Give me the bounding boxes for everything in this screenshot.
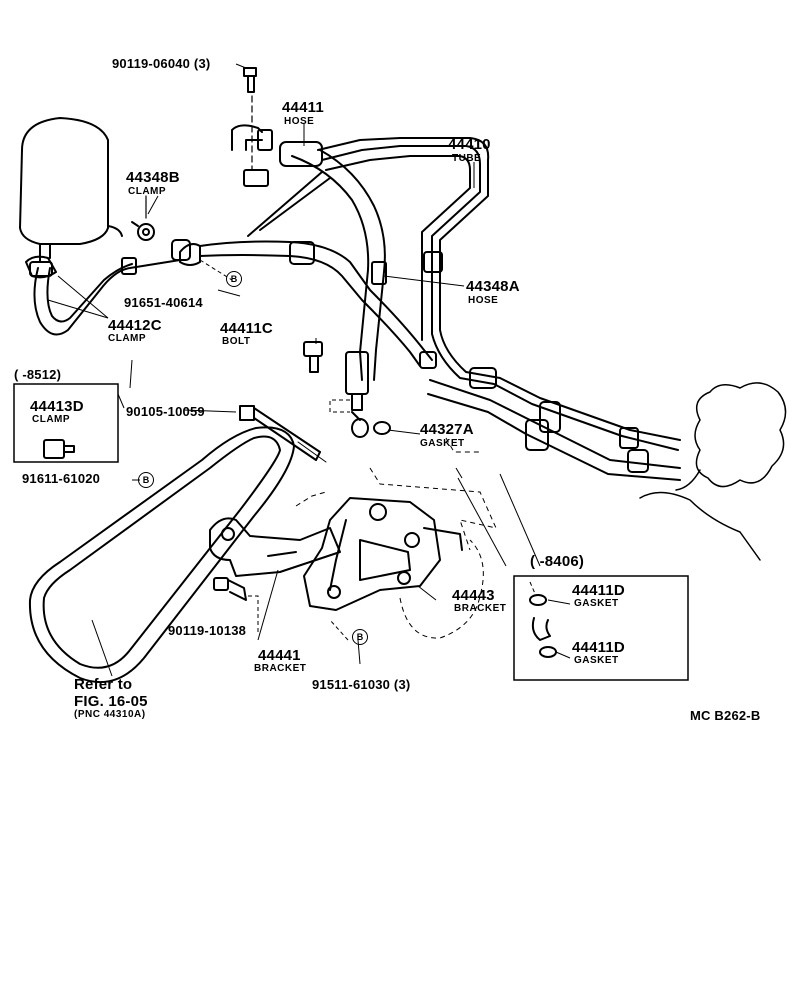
- part-name-clamp-c: CLAMP: [108, 333, 147, 344]
- part-number-44348b: 44348B: [126, 169, 180, 186]
- gasket-44411d-set: [529, 594, 557, 658]
- refer-text-line2: FIG. 16-05: [74, 693, 148, 710]
- variant-box-8512: [13, 383, 119, 463]
- part-number-44411c: 44411C: [220, 320, 273, 337]
- part-name-bracket-44441: BRACKET: [254, 663, 307, 674]
- part-number-91651-40614: 91651-40614: [124, 295, 203, 310]
- bracket-44441: [209, 517, 341, 577]
- clamp-44348b: [131, 195, 155, 241]
- bolt-90119-10138: [213, 577, 247, 601]
- part-number-44411: 44411: [282, 99, 324, 116]
- part-number-91511-61030: 91511-61030 (3): [312, 677, 411, 692]
- b-marker: B: [226, 271, 242, 287]
- refer-text-line3: (PNC 44310A): [74, 709, 146, 720]
- reservoir-tank: [19, 117, 123, 263]
- part-number-44441: 44441: [258, 647, 301, 664]
- gasket-44327a: [351, 411, 391, 438]
- part-name-gasket-d1: GASKET: [574, 598, 619, 609]
- b-marker: B: [352, 629, 368, 645]
- part-number-44411d-1: 44411D: [572, 582, 625, 599]
- refer-text-line1: Refer to: [74, 676, 133, 693]
- part-number-90119-10138: 90119-10138: [168, 623, 247, 638]
- part-number-44411d-2: 44411D: [572, 639, 625, 656]
- part-name-tube: TUBE: [452, 153, 482, 164]
- pressure-hose: [171, 149, 433, 411]
- part-number-44413d: 44413D: [30, 398, 84, 415]
- bolt-44411c: [303, 341, 323, 373]
- part-number-44412c: 44412C: [108, 317, 162, 334]
- drive-belt: [28, 426, 295, 683]
- b-marker: B: [138, 472, 154, 488]
- part-number-44410: 44410: [448, 136, 491, 153]
- part-number-44443: 44443: [452, 587, 495, 604]
- bolt-90119-06040: [243, 67, 257, 171]
- variant-range-8406: ( -8406): [530, 553, 585, 570]
- part-name-bracket-44443: BRACKET: [454, 603, 507, 614]
- clamp-44412c: [25, 255, 57, 279]
- part-number-90119-06040: 90119-06040 (3): [112, 56, 211, 71]
- part-number-44327a: 44327A: [420, 421, 474, 438]
- steering-tube: [247, 137, 681, 481]
- steering-rack-outline: [639, 382, 787, 561]
- diagram-code: MC B262-B: [690, 708, 761, 723]
- part-name-bolt: BOLT: [222, 336, 251, 347]
- leader-lines: [47, 63, 571, 677]
- variant-box-8406: [513, 575, 689, 681]
- part-number-91611-61020: 91611-61020: [22, 471, 101, 486]
- clamp-44413d: [43, 439, 75, 459]
- variant-range-8512: ( -8512): [14, 367, 62, 382]
- part-name-hose-a: HOSE: [468, 295, 499, 306]
- bolt-90105-10059: [239, 405, 327, 463]
- part-number-90105-10059: 90105-10059: [126, 404, 205, 419]
- upper-hose-fitting: [231, 124, 323, 187]
- part-name-gasket: GASKET: [420, 438, 465, 449]
- part-name-hose: HOSE: [284, 116, 315, 127]
- part-number-44348a: 44348A: [466, 278, 520, 295]
- bracket-44443: [303, 497, 463, 611]
- part-name-gasket-d2: GASKET: [574, 655, 619, 666]
- part-name-clamp-b: CLAMP: [128, 186, 167, 197]
- part-name-clamp-d: CLAMP: [32, 414, 71, 425]
